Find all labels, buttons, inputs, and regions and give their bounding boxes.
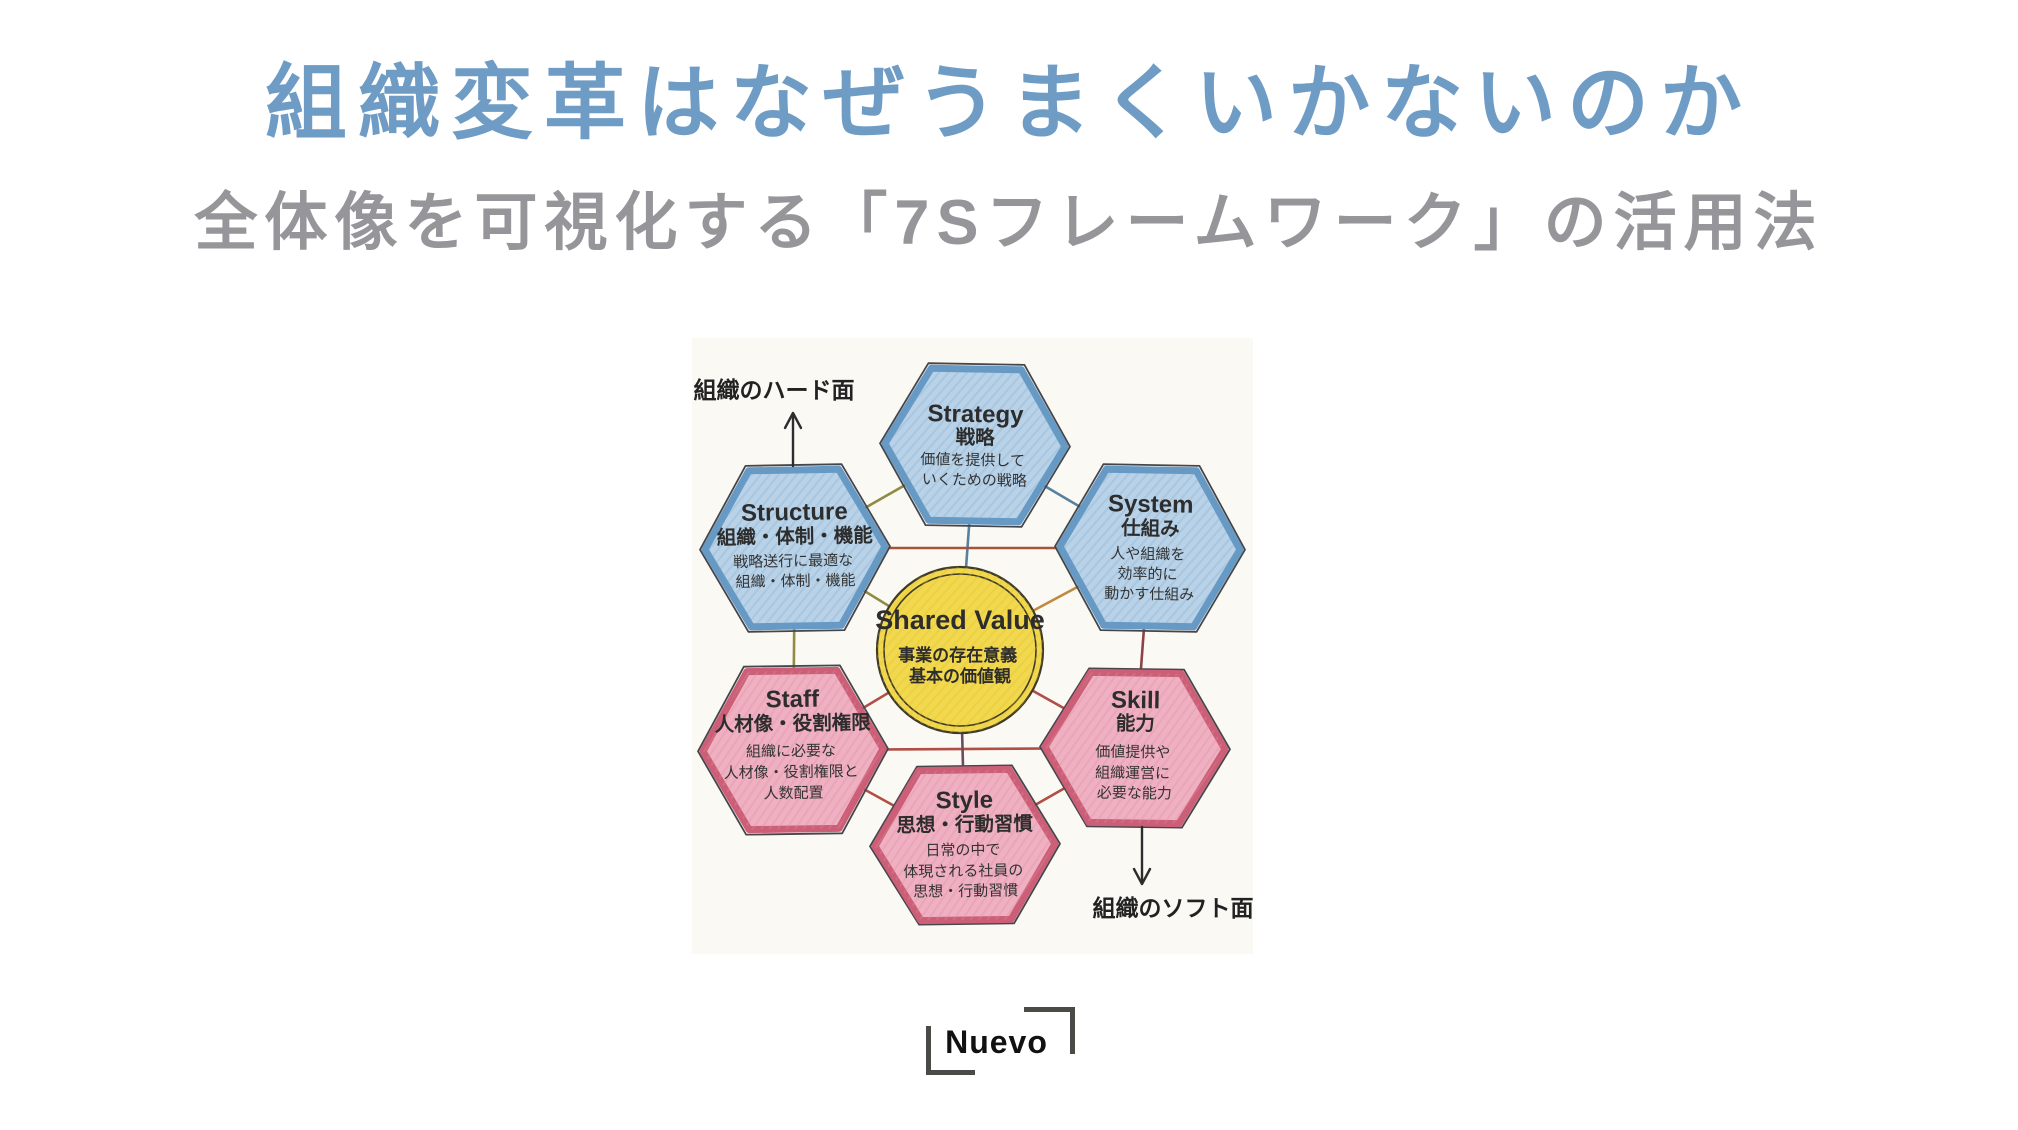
soft-side-annotation: 組織のソフト面 [1093, 825, 1254, 921]
logo-bracket-left-icon [926, 1026, 975, 1075]
seven-s-svg: Strategy 戦略 価値を提供して いくための戦略 Structure 組織… [694, 362, 1254, 926]
hexagon-style: Style 思想・行動習慣 日常の中で 体現される社員の 思想・行動習慣 [869, 764, 1061, 926]
logo-bracket-right-icon [1024, 1007, 1075, 1054]
staff-en-label: Staff [765, 686, 820, 714]
hexagon-system: System 仕組み 人や組織を 効率的に 動かす仕組み [1054, 463, 1246, 633]
page-subtitle: 全体像を可視化する「7Sフレームワーク」の活用法 [194, 188, 1824, 258]
style-en-label: Style [936, 787, 994, 815]
skill-en-label: Skill [1111, 687, 1161, 715]
structure-jp-label: 組織・体制・機能 [717, 524, 874, 550]
logo-text: Nuevo [945, 1024, 1048, 1060]
strategy-en-label: Strategy [927, 400, 1024, 429]
system-desc: 人や組織を 効率的に 動かす仕組み [1104, 545, 1195, 604]
system-en-label: System [1108, 490, 1194, 518]
shared-value-en-label: Shared Value [875, 605, 1045, 635]
seven-s-diagram: Strategy 戦略 価値を提供して いくための戦略 Structure 組織… [692, 338, 1254, 954]
strategy-jp-label: 戦略 [955, 426, 995, 450]
hard-side-label: 組織のハード面 [694, 377, 855, 403]
soft-side-label: 組織のソフト面 [1093, 895, 1254, 921]
hexagon-staff: Staff 人材像・役割権限 組織に必要な 人材像・役割権限と 人数配置 [697, 664, 889, 836]
staff-desc: 組織に必要な 人材像・役割権限と 人数配置 [723, 742, 863, 803]
skill-desc: 価値提供や 組織運営に 必要な能力 [1095, 743, 1175, 802]
structure-desc: 戦略送行に最適な 組織・体制・機能 [733, 551, 858, 591]
style-jp-label: 思想・行動習慣 [896, 812, 1033, 837]
system-jp-label: 仕組み [1120, 516, 1180, 540]
staff-jp-label: 人材像・役割権限 [714, 711, 871, 736]
hexagon-skill: Skill 能力 価値提供や 組織運営に 必要な能力 [1039, 667, 1231, 829]
shared-value-circle: Shared Value 事業の存在意義 基本の価値観 [875, 565, 1045, 735]
shared-value-desc: 事業の存在意義 基本の価値観 [898, 645, 1022, 686]
style-desc: 日常の中で 体現される社員の 思想・行動習慣 [903, 841, 1028, 901]
structure-en-label: Structure [741, 498, 848, 527]
hexagon-structure: Structure 組織・体制・機能 戦略送行に最適な 組織・体制・機能 [699, 463, 891, 633]
hexagon-strategy: Strategy 戦略 価値を提供して いくための戦略 [879, 362, 1071, 528]
nuevo-logo: Nuevo [920, 1002, 1085, 1082]
hard-side-annotation: 組織のハード面 [694, 377, 855, 468]
page-title: 組織変革はなぜうまくいかないのか [264, 58, 1753, 149]
skill-jp-label: 能力 [1116, 712, 1155, 736]
strategy-desc: 価値を提供して いくための戦略 [920, 451, 1029, 490]
